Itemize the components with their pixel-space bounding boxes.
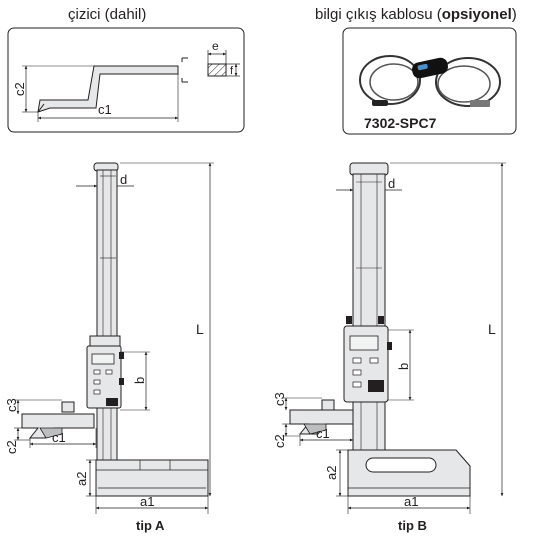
- label-a1-b: a1: [404, 494, 418, 509]
- gauge-type-b: d L b c3 c2 c1 a2 a1 tip B: [272, 162, 506, 533]
- label-f: f: [230, 65, 234, 77]
- label-L-b: L: [488, 321, 496, 337]
- label-L-a: L: [196, 321, 204, 337]
- cable-caption-optional: opsiyonel: [441, 6, 512, 23]
- label-c1-scriber: c1: [98, 102, 112, 117]
- type-b-caption: tip B: [398, 518, 427, 533]
- cable-inset: 7302-SPC7: [342, 27, 517, 135]
- scriber-caption: çizici (dahil): [68, 6, 147, 23]
- label-d-b: d: [388, 176, 395, 191]
- label-c1-a: c1: [52, 430, 66, 445]
- scriber-inset: e f c2 c1: [7, 27, 245, 133]
- type-a-caption: tip A: [136, 518, 165, 533]
- label-c3-b: c3: [272, 392, 287, 406]
- label-c3-a: c3: [4, 398, 19, 412]
- label-c2-a: c2: [4, 440, 19, 454]
- label-a2-a: a2: [74, 472, 89, 486]
- label-a2-b: a2: [324, 466, 339, 480]
- label-e: e: [212, 39, 219, 53]
- label-c1-b: c1: [316, 426, 330, 441]
- cable-model: 7302-SPC7: [364, 115, 437, 131]
- cable-caption-suffix: ): [511, 6, 517, 23]
- cable-caption-prefix: bilgi çıkış kablosu (: [315, 6, 442, 23]
- label-d-a: d: [120, 172, 127, 187]
- label-b-a: b: [132, 377, 147, 384]
- label-b-b: b: [396, 363, 411, 370]
- gauge-type-a: d L b c3 c2 c1 a2 a1 tip A: [4, 162, 214, 533]
- label-a1-a: a1: [140, 494, 154, 509]
- label-c2-b: c2: [272, 434, 287, 448]
- label-c2-scriber: c2: [12, 82, 27, 96]
- cable-caption: bilgi çıkış kablosu (opsiyonel): [315, 6, 517, 23]
